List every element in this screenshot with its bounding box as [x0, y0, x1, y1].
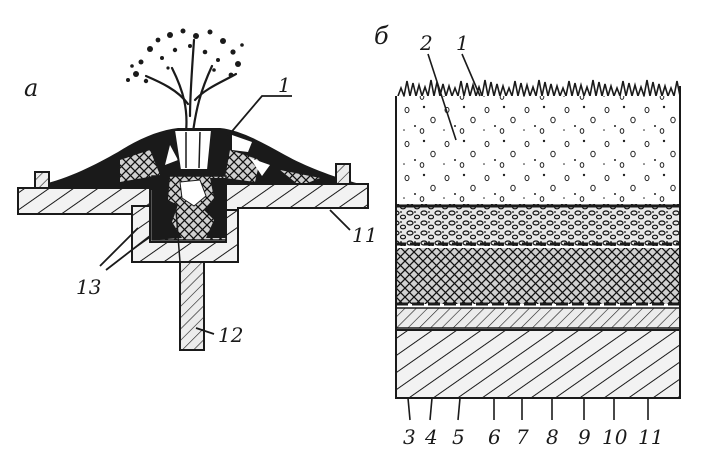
leader-lines-b [407, 53, 649, 421]
slab-left [17, 187, 151, 215]
bottom-label-9: 9 [578, 425, 591, 449]
figure-b: б 2 1 3 4 5 6 7 8 9 10 11 [374, 22, 681, 449]
drain-pipe [179, 261, 205, 351]
layer-crosshatch [396, 248, 680, 304]
layer-insulation [395, 307, 681, 329]
drainage-light [179, 179, 207, 207]
grass-line [397, 79, 681, 100]
panel-label-a: а [24, 74, 38, 102]
bottom-label-8: 8 [546, 425, 559, 449]
bottom-label-5: 5 [452, 425, 465, 449]
root-ball-lines [185, 131, 201, 169]
callout-1: 1 [278, 73, 291, 97]
tree-trunk [144, 38, 238, 134]
bottom-label-6: 6 [488, 425, 501, 449]
top-label-2: 2 [419, 31, 433, 55]
bottom-label-7: 7 [516, 425, 529, 449]
figure-a: а 1 11 13 12 [17, 28, 377, 351]
bottom-label-11: 11 [638, 425, 663, 449]
drainage-dark [152, 176, 226, 240]
bottom-label-10: 10 [602, 425, 628, 449]
bottom-label-3: 3 [403, 425, 416, 449]
mound-highlight [165, 135, 270, 176]
tree-crown [126, 28, 244, 88]
mound-texture [120, 150, 320, 186]
bottom-label-4: 4 [424, 425, 438, 449]
callout-12: 12 [218, 323, 243, 347]
panel-label-b: б [374, 22, 389, 50]
layer-slab [395, 329, 681, 399]
callout-11: 11 [352, 223, 377, 247]
slab-right [225, 183, 369, 213]
layer-soil [398, 96, 680, 204]
right-post [335, 163, 351, 185]
callout-13: 13 [76, 275, 101, 299]
leader-lines-a [99, 95, 351, 335]
top-label-1: 1 [456, 31, 469, 55]
root-ball [172, 129, 214, 171]
layer-gravel [396, 204, 680, 246]
root-line [175, 209, 181, 263]
